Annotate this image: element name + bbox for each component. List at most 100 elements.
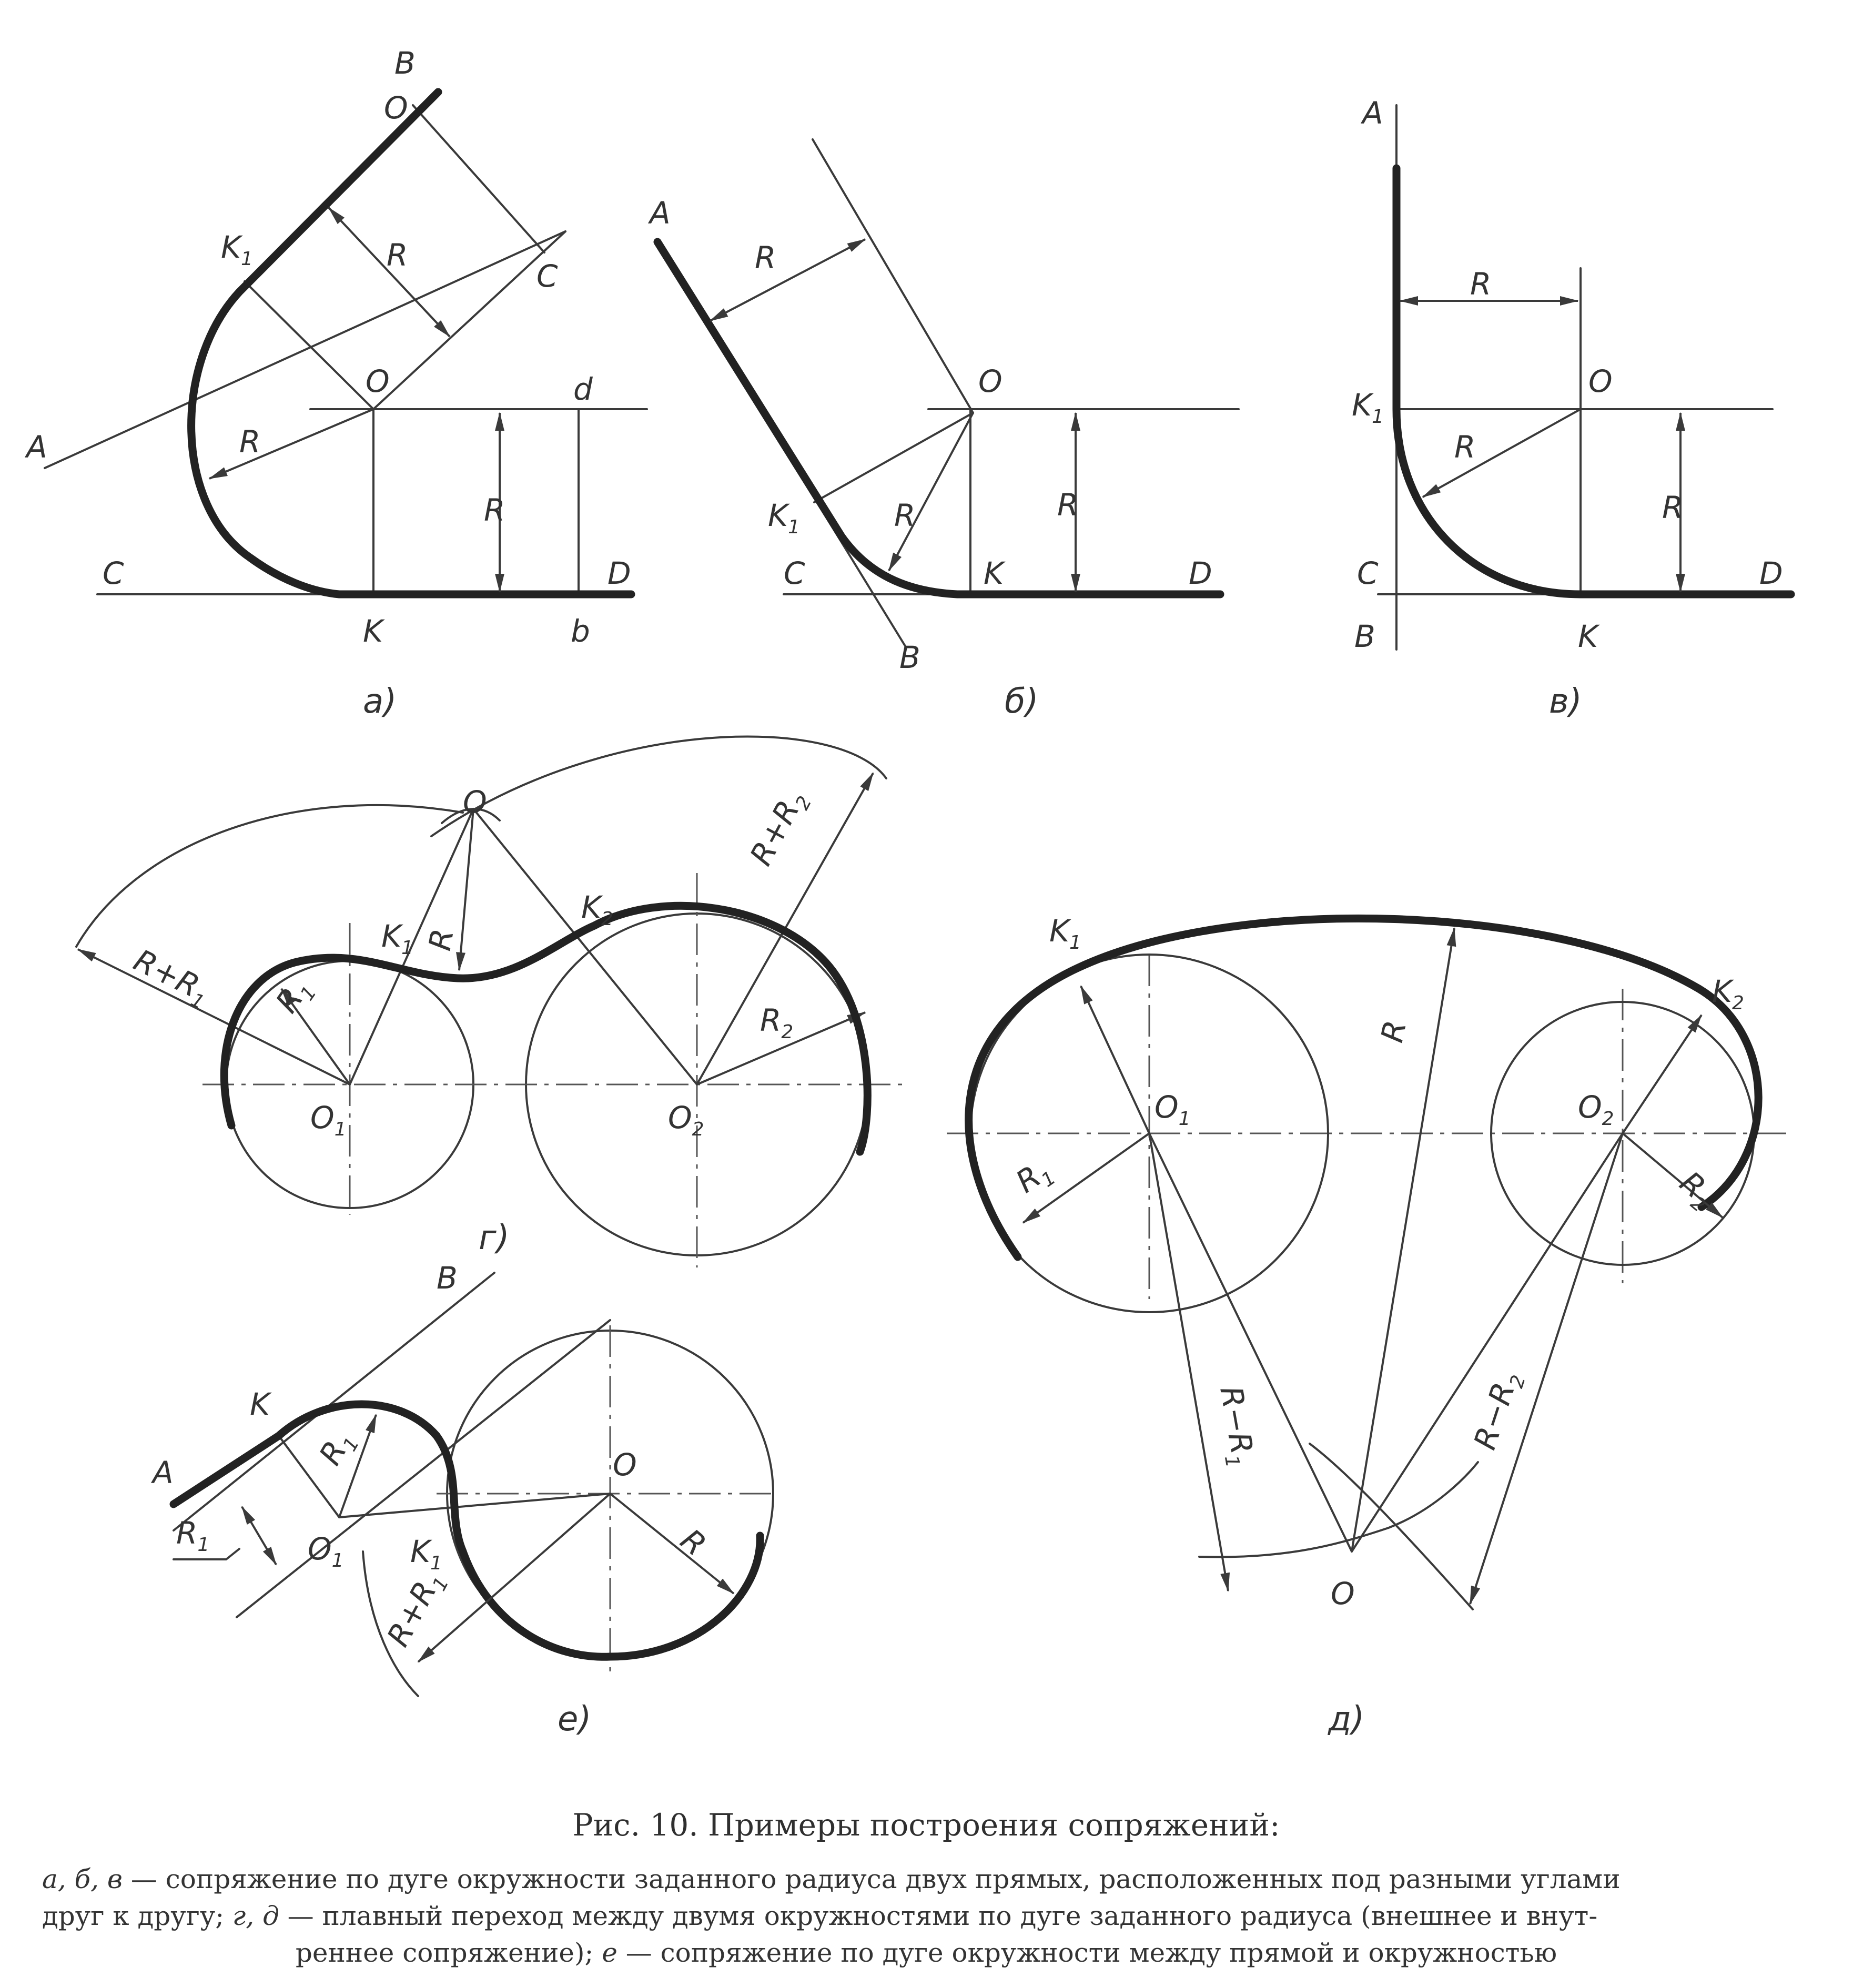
label-a-O: O (366, 363, 390, 399)
label-a-R-arc: R (239, 424, 260, 460)
label-g-O1: O1 (310, 1100, 347, 1140)
dim-g-r (456, 808, 474, 971)
contour-v (1392, 164, 1795, 599)
arc-g-r-plus-r1 (75, 804, 464, 948)
label-b-K1: K1 (768, 498, 800, 538)
arc-d-r-minus-r1b (1198, 1461, 1479, 1558)
label-d-O: O (1331, 1576, 1355, 1611)
line-d-o1-o (1148, 1132, 1353, 1553)
line-e-parallel (236, 1319, 611, 1618)
label-g-K2: K2 (581, 889, 613, 930)
label-b-C: C (784, 555, 805, 591)
leader-e-r1 (173, 1548, 240, 1560)
label-g-r-plus-r2: R+R2 (743, 784, 816, 873)
dim-e-r-plus-r1 (417, 1493, 611, 1663)
contour-g (220, 901, 872, 1156)
label-b-R-top: R (755, 240, 776, 276)
line-a-ok1 (244, 280, 374, 410)
dim-e-r (609, 1493, 735, 1595)
label-a-b: b (571, 613, 590, 649)
label-a-R-vert: R (484, 492, 505, 528)
dim-e-r1 (338, 1414, 377, 1518)
caption-title: Рис. 10. Примеры построения сопряжений: (572, 1807, 1280, 1843)
label-d-R2: R2 (1670, 1164, 1722, 1217)
contour-a (187, 88, 635, 599)
label-a-C: C (103, 555, 124, 591)
label-a-O-top: O (384, 90, 408, 126)
label-d-R: R (1374, 1017, 1413, 1046)
label-e-O1: O1 (308, 1531, 344, 1571)
dim-a-r-top (328, 207, 451, 338)
arc-g-r-plus-r2 (430, 735, 887, 837)
label-v-B: B (1354, 618, 1375, 654)
subfig-label-v: в) (1549, 682, 1582, 721)
label-e-R1-offset: R1 (176, 1515, 209, 1556)
subfig-label-b: б) (1005, 682, 1038, 721)
arc-d-r-minus-r2 (1309, 1443, 1474, 1610)
label-v-C: C (1357, 555, 1379, 591)
label-g-r-plus-r1: R+R1 (126, 942, 216, 1013)
label-b-R-vert: R (1057, 487, 1078, 523)
line-d-o1-k1 (1080, 985, 1150, 1134)
label-e-A: A (150, 1455, 174, 1490)
subfig-label-d: д) (1328, 1700, 1364, 1739)
dim-e-r1-offset (241, 1506, 277, 1566)
arc-e-r-plus-r1 (362, 1550, 419, 1697)
label-a-c: C (536, 258, 558, 294)
label-g-O2: O2 (668, 1100, 704, 1140)
label-e-O: O (613, 1447, 637, 1483)
dim-d-r (1351, 927, 1456, 1552)
label-b-D: D (1189, 555, 1212, 591)
label-v-K: K (1578, 618, 1600, 654)
dim-g-r1 (280, 988, 351, 1086)
dim-a-r-arc (208, 408, 374, 480)
dim-b-r-top (709, 238, 866, 322)
label-d-O1: O1 (1155, 1089, 1191, 1130)
label-v-D: D (1759, 555, 1783, 591)
dim-g-r2 (696, 1011, 866, 1086)
contour-d (965, 914, 1763, 1261)
label-v-R-vert: R (1662, 490, 1683, 525)
label-g-R2: R2 (760, 1002, 793, 1043)
label-e-R1: R1 (312, 1424, 363, 1473)
label-b-A: A (647, 195, 671, 231)
line-d-o2-k2 (1622, 1014, 1703, 1134)
label-a-B: B (394, 45, 416, 81)
line-b-ok1 (813, 412, 974, 503)
label-v-R-arc: R (1454, 429, 1475, 465)
caption-line-2: друг к другу; г, д — плавный переход меж… (42, 1901, 1597, 1931)
label-b-B: B (899, 640, 920, 675)
label-a-A: A (24, 429, 47, 465)
label-g-R: R (422, 926, 461, 954)
contour-e (169, 1400, 764, 1661)
label-d-O2: O2 (1578, 1089, 1614, 1130)
label-d-R1: R1 (1009, 1152, 1060, 1204)
label-g-R1: R1 (269, 971, 321, 1022)
label-v-R-top: R (1470, 266, 1491, 302)
label-d-K2: K2 (1712, 973, 1744, 1014)
label-e-K: K (250, 1386, 272, 1422)
label-e-B: B (437, 1260, 458, 1296)
dim-v-r-arc (1422, 408, 1581, 498)
label-b-O: O (978, 363, 1003, 399)
line-g-o2-o (472, 808, 698, 1086)
caption-line-3: реннее сопряжение); е — сопряжение по ду… (296, 1938, 1557, 1968)
label-g-O: O (463, 784, 487, 820)
subfig-label-e: е) (558, 1700, 591, 1739)
dim-d-r1 (1022, 1132, 1150, 1224)
dim-b-r-arc (888, 412, 974, 572)
label-d-r-minus-r1: R−R1 (1208, 1384, 1262, 1469)
subfig-label-a: а) (363, 682, 397, 721)
line-a-oc (372, 230, 566, 410)
label-v-O: O (1588, 363, 1613, 399)
label-a-d: d (573, 371, 593, 407)
label-g-K1: K1 (381, 918, 413, 959)
caption-line-1: а, б, в — сопряжение по дуге окружности … (42, 1864, 1621, 1894)
label-e-K1: K1 (410, 1534, 442, 1574)
line-e-ab (173, 1272, 495, 1531)
label-e-R: R (674, 1522, 713, 1563)
